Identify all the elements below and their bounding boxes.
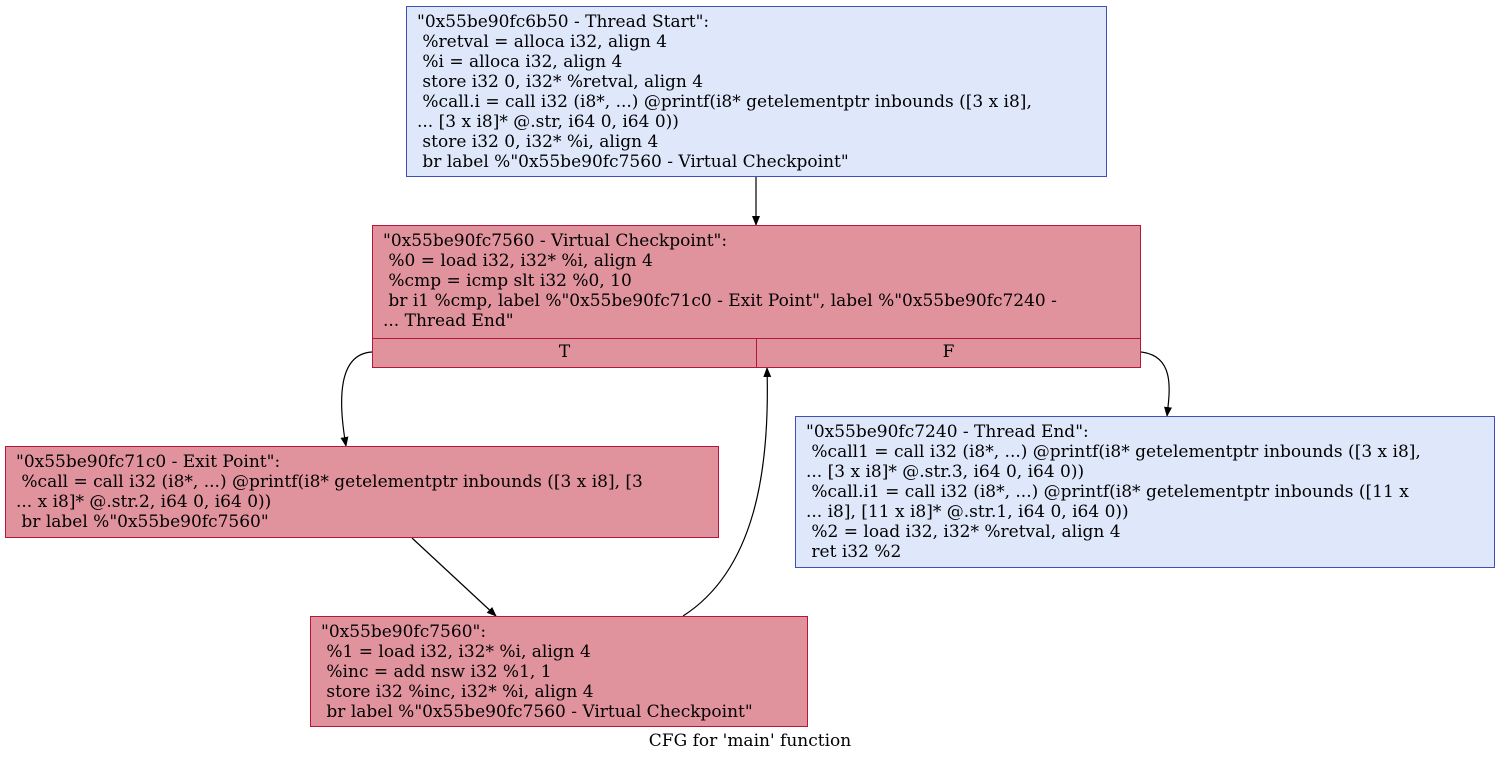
edge-checkpoint-true-to-exit [340,351,373,447]
edge-loop-body-to-checkpoint [682,367,772,617]
code-line: ... x i8]* @.str.2, i64 0, i64 0)) [16,492,272,512]
edge-exit-to-loop-body [411,537,497,617]
code-line: %inc = add nsw i32 %1, 1 [321,662,552,682]
node-exit-point-code: "0x55be90fc71c0 - Exit Point": %call = c… [6,447,718,532]
code-line: %call = call i32 (i8*, ...) @printf(i8* … [16,472,643,492]
code-line: %retval = alloca i32, align 4 [417,32,668,52]
node-exit-point: "0x55be90fc71c0 - Exit Point": %call = c… [5,446,719,538]
code-line: %call.i = call i32 (i8*, ...) @printf(i8… [417,92,1032,112]
node-thread-start-code: "0x55be90fc6b50 - Thread Start": %retval… [407,7,1106,172]
code-line: %call1 = call i32 (i8*, ...) @printf(i8*… [806,442,1421,462]
port-true: T [372,338,757,368]
port-false: F [757,338,1141,368]
code-line: %0 = load i32, i32* %i, align 4 [383,251,653,271]
code-line: %i = alloca i32, align 4 [417,52,623,72]
node-thread-start: "0x55be90fc6b50 - Thread Start": %retval… [406,6,1107,177]
code-line: "0x55be90fc71c0 - Exit Point": [16,452,281,472]
code-line: "0x55be90fc7240 - Thread End": [806,422,1089,442]
code-line: ret i32 %2 [806,542,902,562]
node-loop-body: "0x55be90fc7560": %1 = load i32, i32* %i… [310,616,808,727]
branch-ports: T F [372,338,1141,368]
code-line: ... i8], [11 x i8]* @.str.1, i64 0, i64 … [806,502,1129,522]
code-line: ... Thread End" [383,311,514,331]
code-line: %call.i1 = call i32 (i8*, ...) @printf(i… [806,482,1409,502]
node-thread-end: "0x55be90fc7240 - Thread End": %call1 = … [795,416,1495,568]
node-thread-end-code: "0x55be90fc7240 - Thread End": %call1 = … [796,417,1494,562]
code-line: "0x55be90fc6b50 - Thread Start": [417,12,710,32]
code-line: %1 = load i32, i32* %i, align 4 [321,642,591,662]
code-line: store i32 %inc, i32* %i, align 4 [321,682,594,702]
code-line: ... [3 x i8]* @.str, i64 0, i64 0)) [417,112,679,132]
code-line: %2 = load i32, i32* %retval, align 4 [806,522,1121,542]
edge-checkpoint-false-to-thread-end [1140,351,1173,417]
code-line: ... [3 x i8]* @.str.3, i64 0, i64 0)) [806,462,1085,482]
code-line: br i1 %cmp, label %"0x55be90fc71c0 - Exi… [383,291,1057,311]
code-line: store i32 0, i32* %i, align 4 [417,132,659,152]
code-line: "0x55be90fc7560 - Virtual Checkpoint": [383,231,728,251]
diagram-caption: CFG for 'main' function [648,731,852,751]
node-virtual-checkpoint: "0x55be90fc7560 - Virtual Checkpoint": %… [372,225,1141,368]
code-line: "0x55be90fc7560": [321,622,487,642]
code-line: br label %"0x55be90fc7560 - Virtual Chec… [321,702,753,722]
node-loop-body-code: "0x55be90fc7560": %1 = load i32, i32* %i… [311,617,807,722]
code-line: br label %"0x55be90fc7560" [16,512,269,532]
code-line: br label %"0x55be90fc7560 - Virtual Chec… [417,152,849,172]
code-line: %cmp = icmp slt i32 %0, 10 [383,271,632,291]
code-line: store i32 0, i32* %retval, align 4 [417,72,704,92]
node-virtual-checkpoint-code: "0x55be90fc7560 - Virtual Checkpoint": %… [373,226,1140,331]
